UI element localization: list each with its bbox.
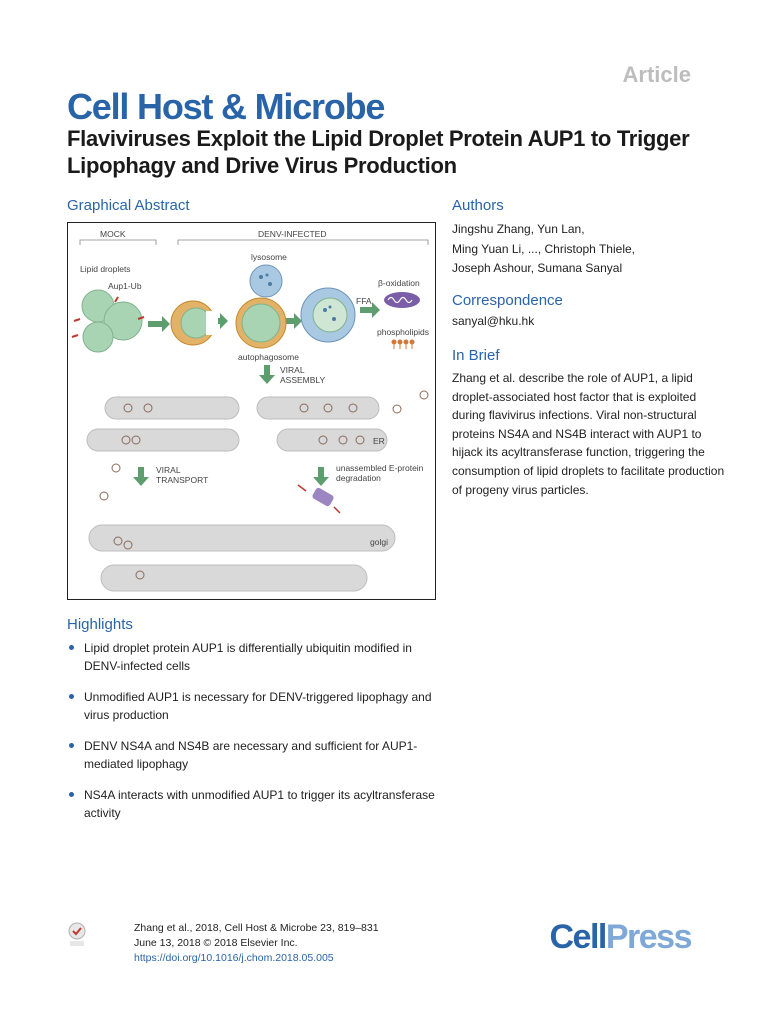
er-label: ER: [373, 436, 385, 446]
proteasome-icon: [297, 484, 341, 514]
citation-date: June 13, 2018 © 2018 Elsevier Inc.: [134, 937, 298, 949]
er-membranes: [86, 396, 388, 452]
viral-assembly-label: VIRAL: [280, 365, 305, 375]
highlight-item: NS4A interacts with unmodified AUP1 to t…: [67, 786, 447, 822]
autophagosome-label: autophagosome: [238, 352, 299, 362]
viral-assembly-label-2: ASSEMBLY: [280, 375, 326, 385]
beta-oxidation-label: β-oxidation: [378, 278, 420, 288]
author-line: Ming Yuan Li, ..., Christoph Thiele,: [452, 241, 635, 256]
publisher-logo-press: Press: [605, 918, 693, 956]
in-brief-heading: In Brief: [452, 347, 500, 364]
phospholipid-icon: [391, 339, 415, 349]
viral-transport-label-2: TRANSPORT: [156, 475, 208, 485]
ffa-label: FFA: [356, 296, 372, 306]
phagophore-icon: [170, 300, 218, 346]
mitochondrion-icon: [384, 292, 420, 308]
viral-transport-label: VIRAL: [156, 465, 181, 475]
lysosome-label: lysosome: [251, 252, 287, 262]
in-brief-text: Zhang et al. describe the role of AUP1, …: [452, 371, 725, 497]
process-arrows: [148, 302, 380, 332]
graphical-abstract-figure: MOCK DENV-INFECTED lysosome Lipid drople…: [67, 222, 436, 600]
author-line: Joseph Ashour, Sumana Sanyal: [452, 261, 623, 275]
autolysosome-icon: [300, 287, 356, 343]
virus-particles: [99, 390, 429, 501]
highlights-heading: Highlights: [67, 616, 133, 633]
graphical-abstract-heading: Graphical Abstract: [67, 197, 190, 214]
authors-list: Jingshu Zhang, Yun Lan, Ming Yuan Li, ..…: [452, 220, 732, 279]
mock-label: MOCK: [100, 229, 126, 239]
aup1-ub-label: Aup1-Ub: [108, 281, 142, 291]
viral-transport-arrow: [133, 467, 149, 486]
golgi-label: golgi: [370, 537, 388, 547]
article-title: Flaviviruses Exploit the Lipid Droplet P…: [67, 126, 690, 178]
denv-infected-label: DENV-INFECTED: [258, 229, 326, 239]
lipid-droplet-cluster: [71, 289, 145, 353]
publisher-logo-cell: Cell: [549, 918, 608, 956]
lipid-droplets-label: Lipid droplets: [80, 264, 131, 274]
unassembled-e-protein-label: unassembled E-protein: [336, 463, 424, 473]
correspondence-heading: Correspondence: [452, 292, 563, 309]
correspondence-email[interactable]: sanyal@hku.hk: [452, 314, 535, 328]
authors-heading: Authors: [452, 197, 504, 214]
section-brackets: [79, 239, 429, 245]
highlight-item: DENV NS4A and NS4B are necessary and suf…: [67, 737, 447, 773]
highlight-item: Lipid droplet protein AUP1 is differenti…: [67, 639, 447, 675]
autophagosome-icon: [235, 297, 287, 349]
phospholipids-label: phospholipids: [377, 327, 429, 337]
publisher-logo: CellPress: [549, 918, 693, 957]
check-for-updates-icon[interactable]: [67, 922, 87, 948]
highlights-list: Lipid droplet protein AUP1 is differenti…: [67, 639, 447, 835]
unassembled-e-protein-label-2: degradation: [336, 473, 381, 483]
doi-link[interactable]: https://doi.org/10.1016/j.chom.2018.05.0…: [134, 952, 334, 964]
citation-line: Zhang et al., 2018, Cell Host & Microbe …: [134, 922, 379, 934]
journal-name: Cell Host & Microbe: [67, 86, 385, 127]
lysosome-icon: [249, 264, 283, 298]
degradation-arrow: [313, 467, 329, 486]
article-type-tag: Article: [622, 62, 691, 87]
citation-block: Zhang et al., 2018, Cell Host & Microbe …: [134, 921, 379, 966]
viral-assembly-arrow: [259, 365, 275, 384]
author-line: Jingshu Zhang, Yun Lan,: [452, 222, 585, 236]
highlight-item: Unmodified AUP1 is necessary for DENV-tr…: [67, 688, 447, 724]
golgi-membranes: [88, 524, 396, 592]
